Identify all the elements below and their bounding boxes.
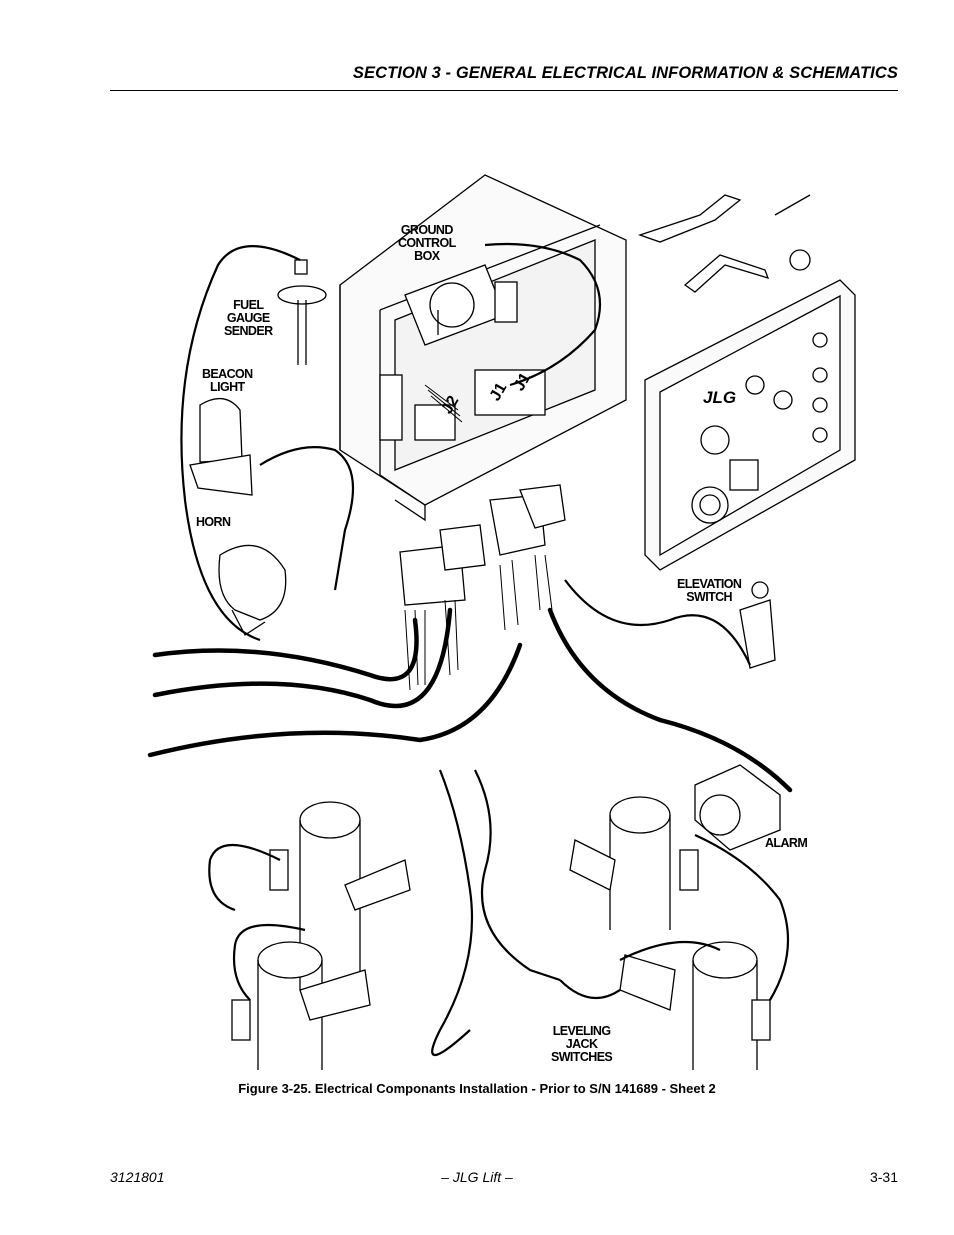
label-line: HORN xyxy=(196,515,231,529)
control-panel xyxy=(644,279,856,571)
connector-label: J1 xyxy=(511,370,535,394)
label-line: ELEVATION xyxy=(677,577,742,591)
section-header: SECTION 3 - GENERAL ELECTRICAL INFORMATI… xyxy=(110,64,898,91)
beacon-light xyxy=(189,398,253,496)
fuel-gauge-sender-label: FUEL GAUGE SENDER xyxy=(224,299,273,338)
horn-label: HORN xyxy=(196,515,231,529)
connector-plugs xyxy=(399,484,566,691)
connector-label: J2 xyxy=(439,393,463,417)
electrical-installation-figure: J2 J1 J1 JLG xyxy=(147,174,856,1070)
main-harnesses xyxy=(147,607,793,793)
label-line: SENDER xyxy=(224,324,273,338)
label-line: LEVELING xyxy=(552,1024,611,1038)
alarm-label: ALARM xyxy=(765,836,808,850)
label-line: JACK xyxy=(565,1037,598,1051)
label-line: GAUGE xyxy=(226,311,270,325)
label-line: BEACON xyxy=(202,367,253,381)
horn xyxy=(218,544,287,636)
label-line: FUEL xyxy=(233,298,264,312)
label-line: SWITCH xyxy=(686,590,732,604)
leveling-jacks xyxy=(231,796,771,1070)
elevation-switch-label: ELEVATION SWITCH xyxy=(677,577,742,604)
leveling-jack-switches-label: LEVELING JACK SWITCHES xyxy=(551,1024,613,1064)
panel-logo: JLG xyxy=(703,388,736,407)
footer-doc-number: 3121801 xyxy=(110,1169,165,1185)
alarm xyxy=(694,764,781,851)
label-line: GROUND xyxy=(400,223,454,237)
label-line: CONTROL xyxy=(398,236,456,250)
wiring xyxy=(180,242,790,1057)
label-line: LIGHT xyxy=(210,380,245,394)
connector-label: J1 xyxy=(487,380,511,404)
label-line: BOX xyxy=(414,249,440,263)
crimping-tools xyxy=(637,194,811,293)
footer-center: – JLG Lift – xyxy=(441,1169,513,1185)
section-title: SECTION 3 - GENERAL ELECTRICAL INFORMATI… xyxy=(352,64,898,82)
ground-control-box xyxy=(339,174,627,522)
label-line: ALARM xyxy=(765,836,808,850)
footer-page-number: 3-31 xyxy=(869,1169,898,1185)
label-line: SWITCHES xyxy=(551,1050,613,1064)
ground-control-box-label: GROUND CONTROL BOX xyxy=(398,224,456,263)
fuel-gauge-sender xyxy=(277,259,327,365)
beacon-light-label: BEACON LIGHT xyxy=(202,368,253,394)
elevation-switch xyxy=(739,581,776,669)
figure-caption: Figure 3-25. Electrical Componants Insta… xyxy=(238,1081,716,1096)
